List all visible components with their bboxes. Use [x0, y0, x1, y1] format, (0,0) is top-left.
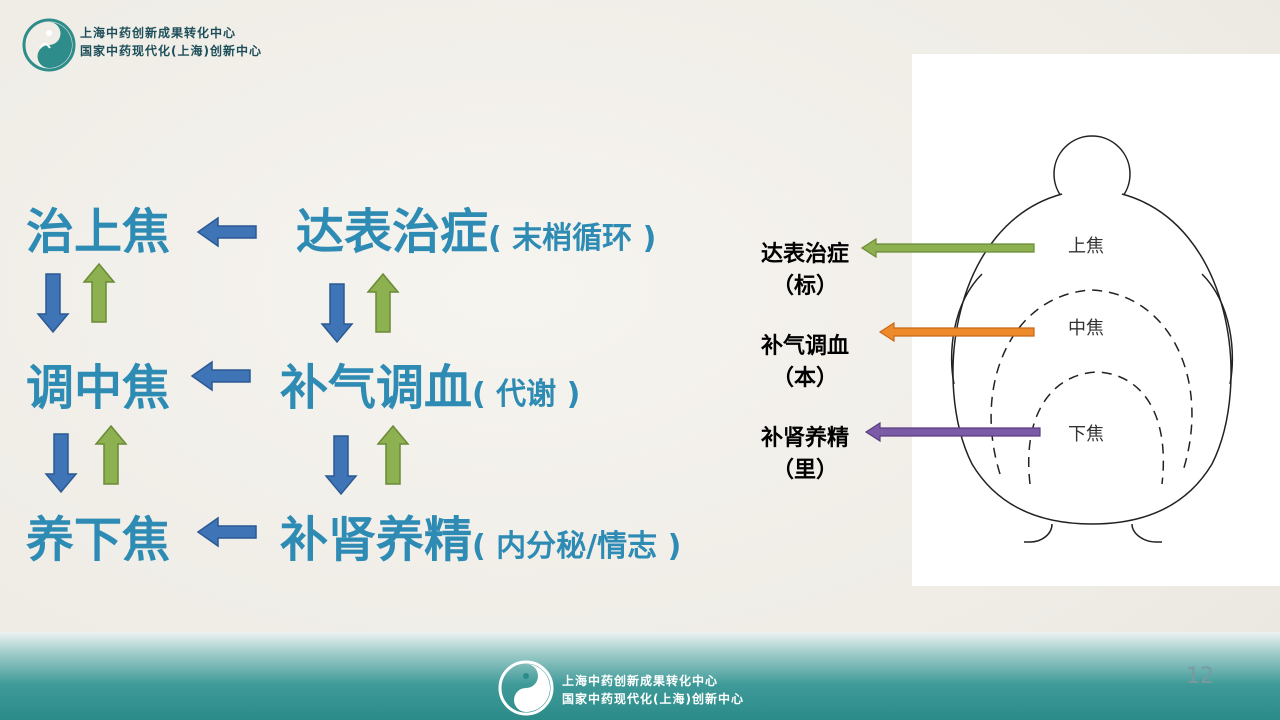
figure-label-3: 补肾养精 （里）	[750, 420, 860, 484]
footer-org-line2: 国家中药现代化(上海)创新中心	[562, 692, 744, 706]
figure-pointer-arrows	[860, 237, 1041, 443]
figure-label-2-sub: （本）	[771, 366, 838, 391]
up-arrow-l1	[83, 263, 115, 323]
figure-label-1-main: 达表治症	[760, 242, 849, 267]
lower-jiao-label: 下焦	[1068, 424, 1104, 445]
footer-band	[0, 632, 1280, 720]
down-arrow-l2	[45, 433, 77, 493]
upper-method: 达表治症( 末梢循环 )	[296, 204, 656, 267]
upper-jiao-title: 治上焦	[26, 204, 171, 260]
down-arrow-l1	[37, 273, 69, 333]
middle-method-text: 补气调血	[280, 360, 473, 416]
body-outline	[950, 135, 1234, 543]
middle-note: ( 代谢 )	[472, 377, 581, 412]
down-arrow-r2	[325, 435, 357, 495]
middle-jiao-title: 调中焦	[26, 360, 171, 416]
figure-label-1-sub: （标）	[771, 274, 838, 299]
figure-label-1: 达表治症 （标）	[750, 236, 860, 300]
footer-org-line1: 上海中药创新成果转化中心	[562, 674, 719, 688]
page-number: 12	[1186, 664, 1214, 689]
up-arrow-l2	[95, 425, 127, 485]
green-arrow	[860, 237, 1035, 259]
org-name-line1: 上海中药创新成果转化中心	[80, 26, 237, 40]
middle-method: 补气调血( 代谢 )	[280, 360, 580, 423]
upper-method-text: 达表治症	[296, 204, 489, 260]
middle-jiao-label: 中焦	[1068, 318, 1104, 339]
purple-arrow	[864, 421, 1041, 443]
flow-arrows	[37, 217, 409, 547]
org-name-top: 上海中药创新成果转化中心 国家中药现代化(上海)创新中心	[80, 24, 262, 60]
footer-logo-icon	[498, 660, 554, 716]
lower-jiao-title: 养下焦	[26, 512, 171, 568]
lower-method: 补肾养精( 内分秘/情志 )	[280, 512, 681, 575]
lower-method-text: 补肾养精	[280, 512, 473, 568]
org-name-bottom: 上海中药创新成果转化中心 国家中药现代化(上海)创新中心	[562, 672, 744, 708]
left-arrow-row1	[197, 217, 257, 247]
upper-note: ( 末梢循环 )	[488, 221, 657, 256]
left-arrow-row2	[191, 361, 251, 391]
orange-arrow	[878, 321, 1035, 343]
center-logo-icon	[22, 18, 76, 72]
upper-jiao-label: 上焦	[1068, 236, 1104, 257]
lower-note: ( 内分秘/情志 )	[472, 529, 682, 564]
figure-label-3-sub: （里）	[771, 458, 838, 483]
org-name-line2: 国家中药现代化(上海)创新中心	[80, 44, 262, 58]
figure-label-2: 补气调血 （本）	[750, 328, 860, 392]
left-arrow-row3	[197, 517, 257, 547]
figure-label-2-main: 补气调血	[760, 334, 849, 359]
figure-label-3-main: 补肾养精	[760, 426, 849, 451]
up-arrow-r2	[377, 425, 409, 485]
up-arrow-r1	[367, 273, 399, 333]
down-arrow-r1	[321, 283, 353, 343]
